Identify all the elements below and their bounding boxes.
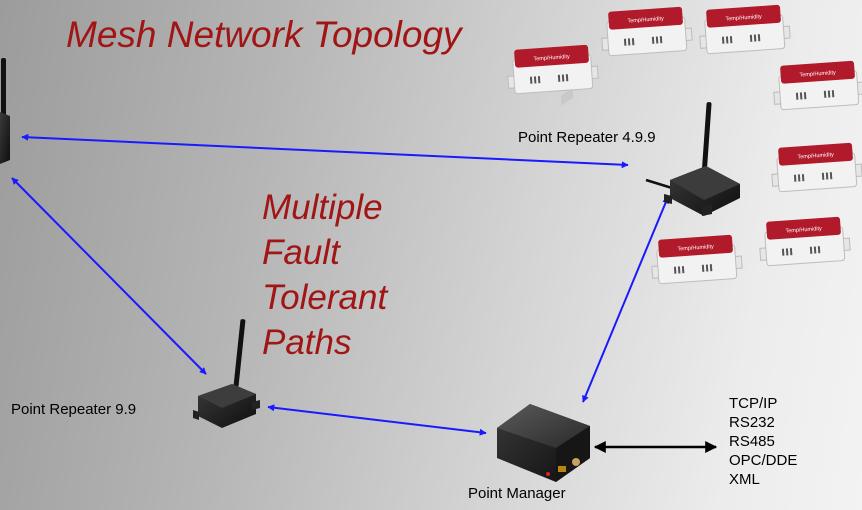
protocol-item: XML bbox=[729, 471, 760, 488]
link-left-to-repeater-left bbox=[11, 177, 207, 375]
mesh-links bbox=[11, 133, 718, 453]
fault-tolerant-caption: Multiple Fault Tolerant Paths bbox=[262, 185, 387, 365]
sensor-device: Temp/Humidity bbox=[507, 44, 599, 95]
protocol-item: RS485 bbox=[729, 433, 775, 450]
protocol-item: TCP/IP bbox=[729, 395, 778, 412]
protocol-list: TCP/IP RS232 RS485 OPC/DDE XML bbox=[729, 394, 797, 489]
caption-line: Paths bbox=[262, 323, 352, 362]
sensor-device: Temp/Humidity bbox=[771, 142, 862, 193]
caption-line: Fault bbox=[262, 233, 340, 272]
caption-line: Multiple bbox=[262, 188, 383, 227]
repeater-left-antenna bbox=[233, 319, 246, 387]
point-manager-device bbox=[497, 87, 590, 482]
protocol-item: OPC/DDE bbox=[729, 452, 798, 469]
sensor-device: Temp/Humidity bbox=[773, 60, 862, 111]
repeater-left-edge bbox=[0, 58, 10, 164]
repeater-left-label: Point Repeater 9.9 bbox=[11, 401, 137, 418]
repeater-top-device bbox=[645, 102, 740, 216]
diagram-title: Mesh Network Topology bbox=[66, 14, 462, 55]
sensor-device: Temp/Humidity bbox=[699, 4, 791, 55]
link-manager-to-repeater-top bbox=[582, 196, 669, 403]
sensor-label: Temp/Humidity bbox=[627, 16, 664, 25]
point-manager-label: Point Manager bbox=[468, 485, 566, 502]
link-left-to-repeater-top bbox=[21, 133, 629, 169]
caption-line: Tolerant bbox=[262, 278, 388, 317]
repeater-top-antenna bbox=[701, 102, 712, 176]
sensor-device: Temp/Humidity bbox=[651, 234, 743, 285]
protocol-item: RS232 bbox=[729, 414, 775, 431]
sensor-label: Temp/Humidity bbox=[797, 152, 834, 161]
sensor-label: Temp/Humidity bbox=[677, 244, 714, 253]
repeater-left-device bbox=[193, 319, 260, 428]
sensor-label: Temp/Humidity bbox=[533, 54, 570, 63]
sensor-label: Temp/Humidity bbox=[799, 70, 836, 79]
link-repeater-left-to-manager bbox=[267, 404, 487, 436]
sensor-label: Temp/Humidity bbox=[725, 14, 762, 23]
repeater-top-label: Point Repeater 4.9.9 bbox=[518, 129, 656, 146]
sensor-label: Temp/Humidity bbox=[785, 226, 822, 235]
sensor-device: Temp/Humidity bbox=[601, 6, 693, 57]
sensor-device: Temp/Humidity bbox=[759, 216, 851, 267]
